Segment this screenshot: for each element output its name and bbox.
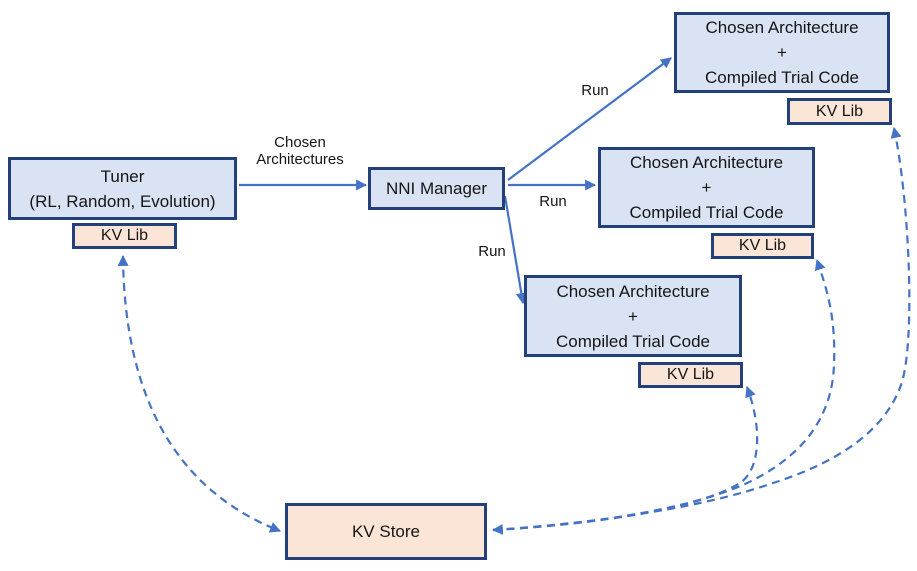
edge-tunerkv-kvstore	[117, 254, 282, 533]
tuner-title: Tuner	[100, 166, 145, 186]
arch-top-line2: +	[777, 43, 787, 62]
arch-top-line1: Chosen Architecture	[705, 18, 859, 37]
kv-store-label: KV Store	[351, 522, 421, 541]
run-label-bottom: Run	[472, 243, 512, 260]
arch-top-kv-lib-label: KV Lib	[815, 102, 864, 120]
arch-middle-kv-lib-label: KV Lib	[738, 237, 787, 254]
arch-middle-line1: Chosen Architecture	[629, 153, 784, 172]
chosen-architectures-line2: Architectures	[256, 151, 344, 168]
edge-kvstore-arch3kv	[491, 385, 759, 535]
arch-top-line3: Compiled Trial Code	[704, 68, 859, 87]
run-label-bottom-text: Run	[478, 243, 506, 260]
arch-middle-line3: Compiled Trial Code	[629, 203, 784, 222]
edge-kvstore-arch1kv	[492, 126, 911, 532]
kv-store-box: KV Store	[285, 503, 487, 560]
chosen-architectures-label: Chosen Architectures	[230, 134, 370, 168]
arch-bottom-line3: Compiled Trial Code	[555, 331, 710, 351]
arch-bottom-kv-lib-label: KV Lib	[666, 366, 715, 383]
tuner-box: Tuner (RL, Random, Evolution)	[8, 157, 237, 220]
arch-box-middle: Chosen Architecture + Compiled Trial Cod…	[598, 147, 815, 228]
tuner-kv-lib-label: KV Lib	[100, 227, 149, 244]
run-label-middle: Run	[533, 193, 573, 210]
arch-bottom-line1: Chosen Architecture	[556, 281, 710, 301]
edge-nni-to-arch3	[503, 195, 527, 305]
tuner-kv-lib-box: KV Lib	[72, 223, 177, 249]
arch-box-bottom: Chosen Architecture + Compiled Trial Cod…	[524, 275, 742, 357]
run-label-top: Run	[575, 82, 615, 99]
tuner-subtitle: (RL, Random, Evolution)	[29, 191, 216, 211]
arch-box-top: Chosen Architecture + Compiled Trial Cod…	[674, 12, 890, 93]
arch-bottom-line2: +	[628, 306, 638, 326]
chosen-architectures-line1: Chosen	[274, 134, 326, 151]
nni-manager-box: NNI Manager	[368, 167, 505, 210]
arch-top-kv-lib-box: KV Lib	[787, 98, 892, 125]
nni-manager-label: NNI Manager	[385, 179, 488, 198]
arch-middle-kv-lib-box: KV Lib	[711, 233, 814, 259]
edge-nni-to-arch1	[507, 57, 672, 181]
run-label-middle-text: Run	[539, 193, 567, 210]
arch-middle-line2: +	[701, 178, 712, 197]
arch-bottom-kv-lib-box: KV Lib	[638, 362, 743, 388]
run-label-top-text: Run	[581, 82, 609, 99]
